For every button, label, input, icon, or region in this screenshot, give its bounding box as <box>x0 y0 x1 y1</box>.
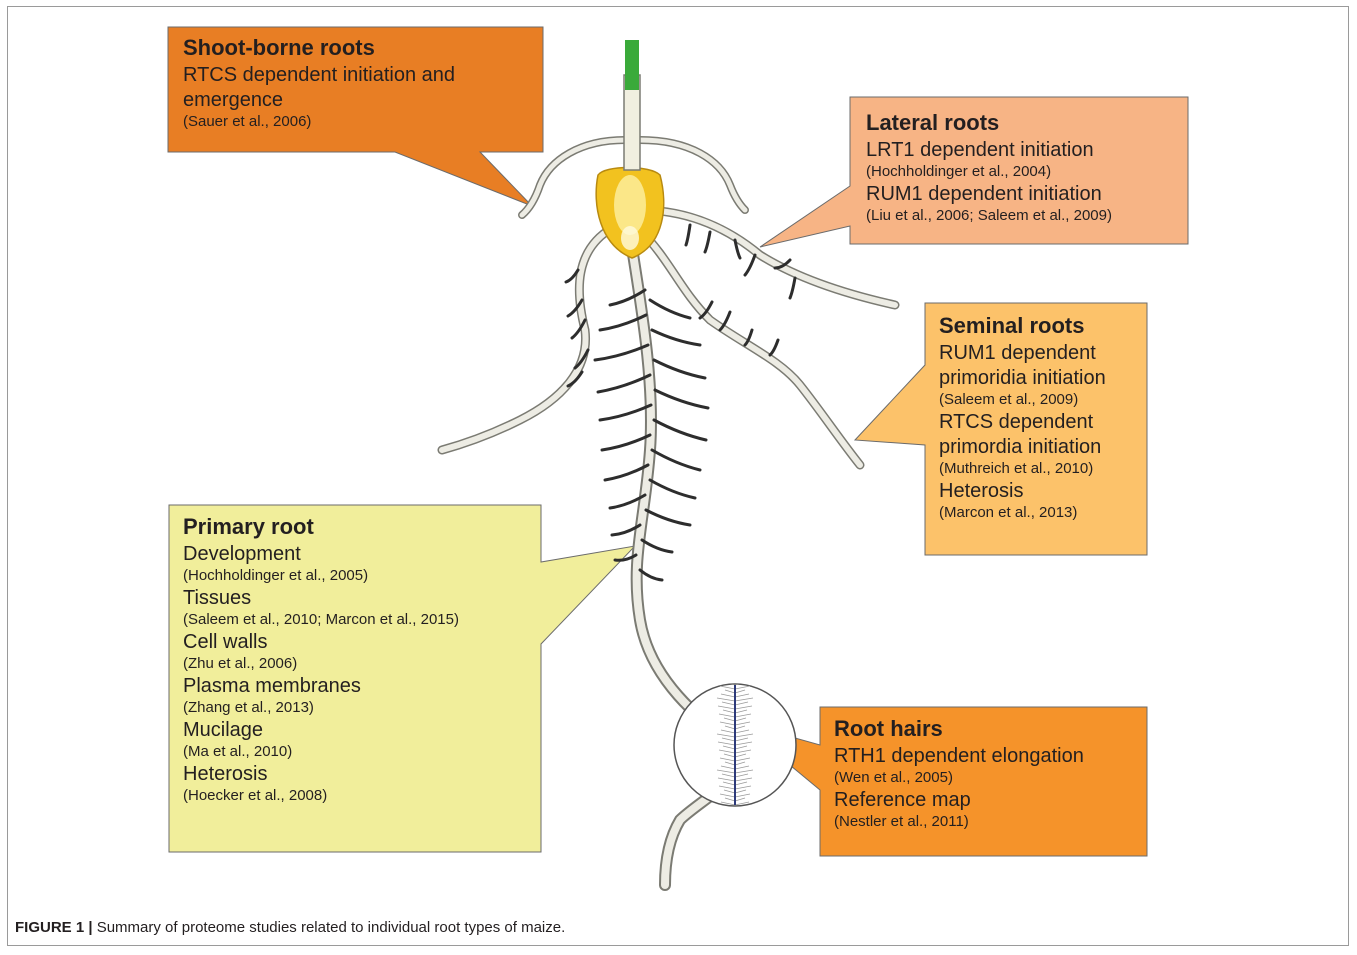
callout-seminal-roots: Seminal roots RUM1 dependent primoridia i… <box>939 315 1106 523</box>
callout-title: Primary root <box>183 516 459 538</box>
citation: (Liu et al., 2006; Saleem et al., 2009) <box>866 208 1112 223</box>
caption-text: Summary of proteome studies related to i… <box>93 919 566 936</box>
callout-shoot-borne-roots: Shoot-borne roots RTCS dependent initiat… <box>183 37 455 132</box>
lateral-root <box>595 345 648 360</box>
lateral-root <box>770 340 778 355</box>
callout-title: Root hairs <box>834 718 1084 740</box>
callout-title: Lateral roots <box>866 112 1112 134</box>
finding-line: LRT1 dependent initiation <box>866 140 1112 160</box>
lateral-root <box>650 300 690 318</box>
lateral-root <box>705 232 710 252</box>
callout-title: Seminal roots <box>939 315 1106 337</box>
citation: (Wen et al., 2005) <box>834 770 1084 785</box>
citation: (Zhang et al., 2013) <box>183 700 459 715</box>
lateral-root <box>655 390 708 408</box>
citation: (Nestler et al., 2011) <box>834 814 1084 829</box>
finding-line: Heterosis <box>183 764 459 784</box>
citation: (Saleem et al., 2010; Marcon et al., 201… <box>183 612 459 627</box>
root-hair-magnifier <box>674 682 796 806</box>
finding-line: primordia initiation <box>939 437 1106 457</box>
shoot <box>624 40 640 170</box>
lateral-root <box>650 480 695 498</box>
green-leaf <box>625 40 639 90</box>
finding-line: Development <box>183 544 459 564</box>
figure-caption: FIGURE 1 | Summary of proteome studies r… <box>15 919 565 936</box>
callout-primary-root: Primary root Development (Hochholdinger e… <box>183 516 459 806</box>
finding-line: RUM1 dependent <box>939 343 1106 363</box>
finding-line: primoridia initiation <box>939 368 1106 388</box>
finding-line: Plasma membranes <box>183 676 459 696</box>
lateral-root <box>598 375 650 392</box>
citation: (Marcon et al., 2013) <box>939 505 1106 520</box>
citation: (Hochholdinger et al., 2004) <box>866 164 1112 179</box>
callout-lateral-roots: Lateral roots LRT1 dependent initiation (… <box>866 112 1112 226</box>
lateral-root <box>652 330 700 345</box>
citation: (Hochholdinger et al., 2005) <box>183 568 459 583</box>
citation: (Zhu et al., 2006) <box>183 656 459 671</box>
finding-line: RTCS dependent initiation and <box>183 65 455 85</box>
lateral-root <box>654 360 705 378</box>
finding-line: Heterosis <box>939 481 1106 501</box>
citation: (Sauer et al., 2006) <box>183 114 455 129</box>
citation: (Saleem et al., 2009) <box>939 392 1106 407</box>
lateral-root <box>640 570 662 580</box>
finding-line: RTCS dependent <box>939 412 1106 432</box>
finding-line: RTH1 dependent elongation <box>834 746 1084 766</box>
lateral-root <box>646 510 690 525</box>
citation: (Ma et al., 2010) <box>183 744 459 759</box>
citation: (Muthreich et al., 2010) <box>939 461 1106 476</box>
lateral-root <box>686 225 690 245</box>
lateral-root <box>642 540 672 552</box>
lateral-root <box>654 420 706 440</box>
lateral-root <box>745 255 755 275</box>
lateral-root <box>790 278 795 298</box>
figure-label: FIGURE 1 | <box>15 919 93 936</box>
finding-line: RUM1 dependent initiation <box>866 184 1112 204</box>
finding-line: Mucilage <box>183 720 459 740</box>
citation: (Hoecker et al., 2008) <box>183 788 459 803</box>
lateral-root <box>652 450 700 470</box>
callout-root-hairs: Root hairs RTH1 dependent elongation (Wen… <box>834 718 1084 832</box>
finding-line: Reference map <box>834 790 1084 810</box>
finding-line: Cell walls <box>183 632 459 652</box>
callout-title: Shoot-borne roots <box>183 37 455 59</box>
lateral-root <box>600 405 651 420</box>
finding-line: emergence <box>183 90 455 110</box>
finding-line: Tissues <box>183 588 459 608</box>
lateral-root <box>602 435 650 450</box>
